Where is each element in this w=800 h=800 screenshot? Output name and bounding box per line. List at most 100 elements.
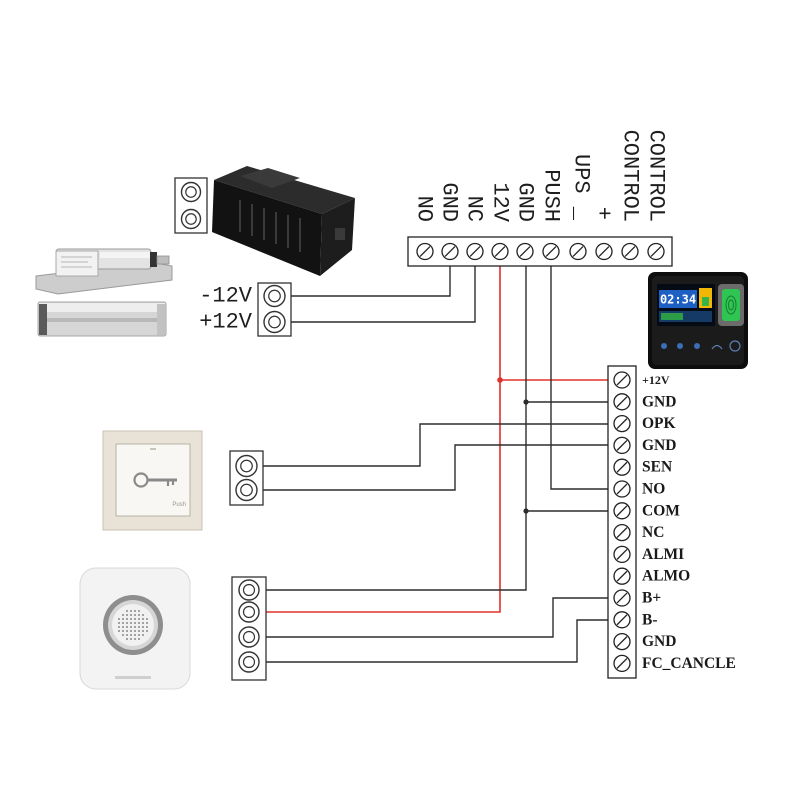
- doorbell-terminal-1: [238, 579, 260, 601]
- doorbell: [79, 567, 191, 690]
- ctl-terminal-7: [613, 502, 631, 520]
- ps-terminal-4: [491, 242, 509, 261]
- ctl-terminal-4: [613, 436, 631, 455]
- ps-terminal-8: [595, 242, 613, 261]
- ctl-label-no: NO: [642, 481, 665, 498]
- grille-hole: [126, 626, 128, 628]
- grille-hole: [126, 614, 128, 616]
- ctl-terminal-8: [613, 523, 631, 542]
- grille-hole: [142, 618, 144, 620]
- grille-hole: [142, 626, 144, 628]
- grille-hole: [126, 618, 128, 620]
- wire-gnd-to-doorbell: [266, 511, 527, 591]
- exit-button-terminal-block: [229, 450, 264, 506]
- ctl-label-sen: SEN: [642, 459, 672, 476]
- exit-button-caption: Push: [172, 502, 186, 508]
- grille-hole: [130, 614, 132, 616]
- junction-dot-gnd: [523, 399, 529, 405]
- wire-exit-to-gnd: [263, 444, 608, 491]
- ctl-label-b-plus: B+: [642, 590, 661, 607]
- ctl-label-com: COM: [642, 502, 680, 519]
- ps-label-12v: 12V: [488, 182, 513, 222]
- ctl-terminal-3: [613, 414, 631, 433]
- fingerprint-sensor-icon: [718, 284, 744, 326]
- wires: [263, 266, 608, 663]
- ctl-terminal-2: [613, 393, 631, 411]
- grille-hole: [138, 610, 140, 612]
- ps-label-push: PUSH: [539, 169, 564, 222]
- ctl-label-nc: NC: [642, 524, 664, 541]
- wire-push-to-no: [550, 266, 608, 490]
- wire-exit-to-opk: [263, 423, 608, 467]
- ps-terminal-5: [516, 242, 534, 261]
- grille-hole: [122, 618, 124, 620]
- ps-input-terminal-1: [180, 181, 202, 203]
- power-supply-unit: NO GND NC 12V GND PUSH UPS _ + CONTROL C…: [174, 130, 673, 276]
- exit-button: Push: [102, 430, 203, 531]
- grille-hole: [138, 638, 140, 640]
- grille-hole: [142, 614, 144, 616]
- grille-hole: [142, 630, 144, 632]
- wire-doorbell-to-bminus: [266, 619, 608, 663]
- grille-hole: [130, 626, 132, 628]
- fingerprint-terminal: 02:34: [648, 272, 748, 369]
- grille-hole: [130, 622, 132, 624]
- grille-hole: [118, 630, 120, 632]
- grille-hole: [138, 634, 140, 636]
- grille-hole: [138, 630, 140, 632]
- grille-hole: [122, 626, 124, 628]
- grille-hole: [130, 638, 132, 640]
- wire-lock-minus-to-gnd: [291, 266, 451, 297]
- junction-dot-12v: [497, 377, 503, 383]
- ps-label-ups-plus: +: [591, 207, 616, 220]
- ps-label-control-1: CONTROL: [618, 130, 643, 222]
- grille-hole: [134, 630, 136, 632]
- grille-hole: [134, 626, 136, 628]
- grille-hole: [130, 610, 132, 612]
- grille-hole: [130, 630, 132, 632]
- grille-hole: [126, 630, 128, 632]
- grille-hole: [142, 622, 144, 624]
- grille-hole: [134, 618, 136, 620]
- lock-minus-12v-label: -12V: [199, 284, 253, 309]
- lock-terminal-2: [263, 310, 286, 334]
- grille-hole: [122, 630, 124, 632]
- lock-plus-12v-label: +12V: [199, 310, 253, 335]
- ps-input-terminal-2: [180, 208, 202, 230]
- ctl-label-b-minus: B-: [642, 611, 658, 628]
- grille-hole: [130, 618, 132, 620]
- lock-terminal-1: [263, 284, 286, 308]
- grille-hole: [126, 638, 128, 640]
- grille-hole: [122, 622, 124, 624]
- power-supply-terminal-labels: NO GND NC 12V GND PUSH UPS _ + CONTROL C…: [412, 130, 669, 223]
- ctl-label-almi: ALMI: [642, 546, 684, 563]
- ctl-label-opk: OPK: [642, 415, 676, 432]
- power-supply-box: [212, 166, 355, 276]
- grille-hole: [134, 610, 136, 612]
- ctl-terminal-5: [613, 458, 631, 476]
- ctl-label-almo: ALMO: [642, 568, 690, 585]
- lock-terminal-block: [257, 282, 292, 337]
- grille-hole: [118, 626, 120, 628]
- grille-hole: [138, 614, 140, 616]
- ps-terminal-1: [416, 242, 434, 261]
- ctl-label-gnd-3: GND: [642, 633, 676, 650]
- junction-dot-com: [523, 508, 529, 514]
- grille-hole: [126, 634, 128, 636]
- ctl-label-fc-cancle: FC_CANCLE: [642, 655, 736, 672]
- grille-hole: [118, 622, 120, 624]
- grille-hole: [138, 622, 140, 624]
- grille-hole: [142, 634, 144, 636]
- exit-terminal-1: [235, 454, 258, 478]
- wire-doorbell-to-bplus: [266, 597, 608, 638]
- speaker-icon: [103, 595, 163, 655]
- grille-hole: [126, 622, 128, 624]
- doorbell-terminal-3: [238, 626, 260, 648]
- key-icon: [133, 472, 177, 488]
- ps-terminal-10: [647, 242, 665, 261]
- controller-terminal-strip: [607, 365, 637, 679]
- wire-lock-plus-to-nc: [291, 266, 476, 323]
- doorbell-terminal-block: [231, 576, 267, 681]
- grille-hole: [122, 634, 124, 636]
